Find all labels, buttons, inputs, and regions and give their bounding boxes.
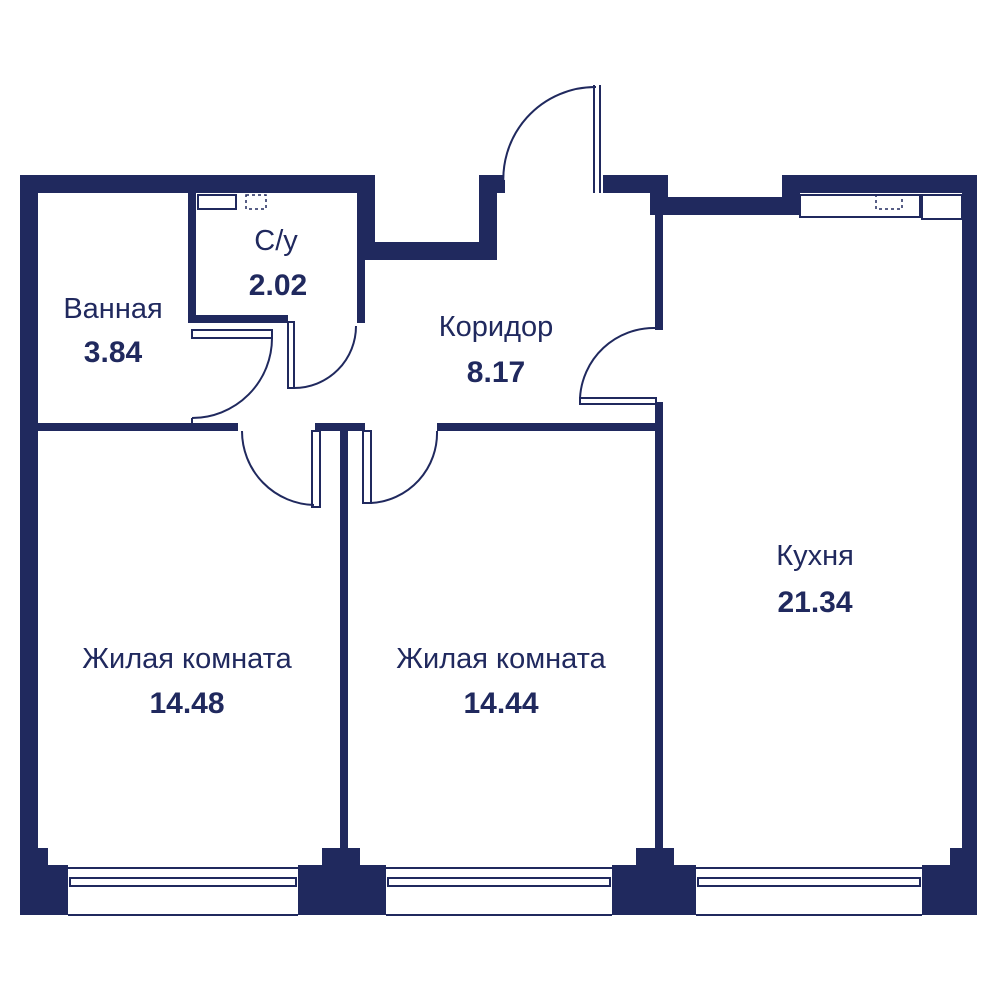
wall-right: [962, 175, 977, 915]
entrance-door: [502, 85, 601, 193]
room-name: Жилая комната: [82, 643, 292, 675]
wall-step-4: [479, 175, 504, 193]
fixtures: [197, 194, 963, 220]
room-corridor: Коридор 8.17: [439, 311, 554, 389]
living-room-1-door: [241, 430, 321, 508]
window-1: [68, 867, 298, 916]
room-wc: С/у 2.02: [249, 225, 307, 302]
room-area: 14.44: [463, 687, 538, 720]
wall-living-top-2: [315, 423, 365, 431]
room-name: Ванная: [63, 293, 162, 325]
wall-kitchen-2: [655, 402, 663, 872]
wall-kitchen-1: [655, 215, 663, 330]
window-2: [386, 867, 612, 916]
pier-4b: [950, 848, 977, 878]
wall-step-1: [357, 175, 375, 260]
room-living-1: Жилая комната 14.48: [82, 643, 292, 720]
wall-living-top-3: [437, 423, 655, 431]
doors: [191, 85, 657, 508]
pier-1b: [38, 865, 68, 915]
pier-3b: [636, 848, 674, 878]
room-bathroom: Ванная 3.84: [63, 293, 162, 369]
room-living-2: Жилая комната 14.44: [396, 643, 606, 720]
pier-2b: [322, 848, 360, 878]
window-3: [696, 867, 922, 916]
room-name: Коридор: [439, 311, 554, 343]
room-name: Кухня: [776, 540, 854, 572]
room-area: 3.84: [84, 336, 143, 369]
wall-bath-wc: [188, 193, 196, 323]
wall-wc-bottom: [188, 315, 288, 323]
wall-step-2: [357, 242, 497, 260]
wall-living-divider: [340, 431, 348, 871]
wall-top-left: [20, 175, 375, 193]
room-area: 2.02: [249, 269, 307, 302]
wall-step-3: [479, 175, 497, 260]
kitchen-shaft: [799, 194, 963, 220]
wall-top-right: [782, 175, 977, 193]
room-area: 14.48: [149, 687, 224, 720]
wc-shaft: [197, 194, 267, 210]
room-kitchen: Кухня 21.34: [776, 540, 854, 619]
wc-door: [287, 321, 357, 389]
wall-living-top-1: [38, 423, 238, 431]
room-area: 8.17: [467, 356, 525, 389]
room-name: С/у: [254, 225, 298, 257]
bathroom-door: [191, 329, 273, 423]
kitchen-door: [579, 326, 657, 405]
windows: [68, 867, 922, 916]
room-area: 21.34: [777, 586, 852, 619]
living-room-2-door: [362, 430, 439, 504]
wall-step-6: [650, 197, 800, 215]
walls: [20, 175, 977, 915]
wall-wc-right: [357, 260, 365, 323]
room-name: Жилая комната: [396, 643, 606, 675]
wall-left: [20, 175, 38, 875]
